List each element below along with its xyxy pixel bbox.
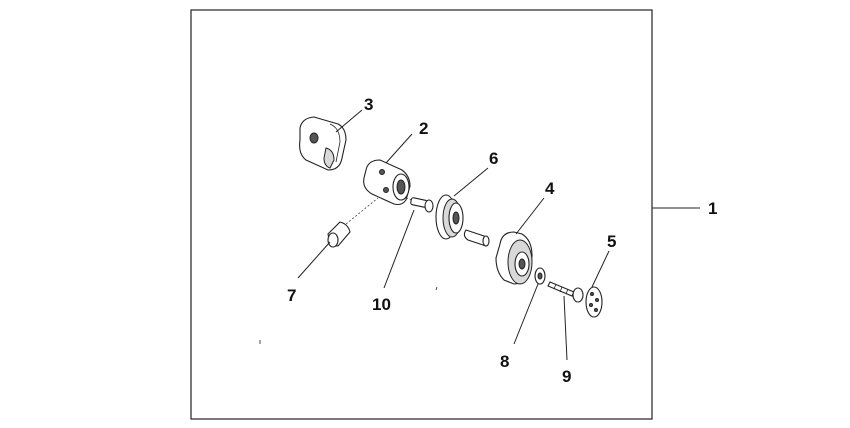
leader-lines bbox=[297, 109, 700, 361]
assembly-axis-a bbox=[345, 197, 379, 225]
assembly-axis-b bbox=[405, 197, 413, 201]
part-8-washer bbox=[534, 267, 546, 285]
spacer-pin bbox=[463, 229, 490, 247]
callout-3: 3 bbox=[364, 95, 373, 114]
part-7-set-screw bbox=[327, 221, 351, 248]
part-3-clamp-sleeve bbox=[299, 116, 347, 171]
part-6-flanged-collar bbox=[435, 194, 464, 240]
stray-mark bbox=[435, 286, 438, 291]
callout-5: 5 bbox=[607, 232, 616, 251]
part-2-adaptor bbox=[363, 159, 411, 206]
callout-2: 2 bbox=[419, 119, 428, 138]
callout-7: 7 bbox=[287, 286, 296, 305]
part-4-bar-end-weight bbox=[495, 231, 533, 285]
part-5-end-cap bbox=[585, 286, 603, 318]
callout-1: 1 bbox=[708, 199, 717, 218]
callout-9: 9 bbox=[562, 367, 571, 386]
callout-4: 4 bbox=[545, 179, 555, 198]
callout-10: 10 bbox=[372, 295, 391, 314]
part-9-long-bolt bbox=[547, 281, 584, 303]
assembly-frame bbox=[190, 9, 653, 420]
callout-6: 6 bbox=[489, 149, 498, 168]
callout-8: 8 bbox=[500, 352, 509, 371]
part-10-small-bolt bbox=[410, 197, 434, 213]
